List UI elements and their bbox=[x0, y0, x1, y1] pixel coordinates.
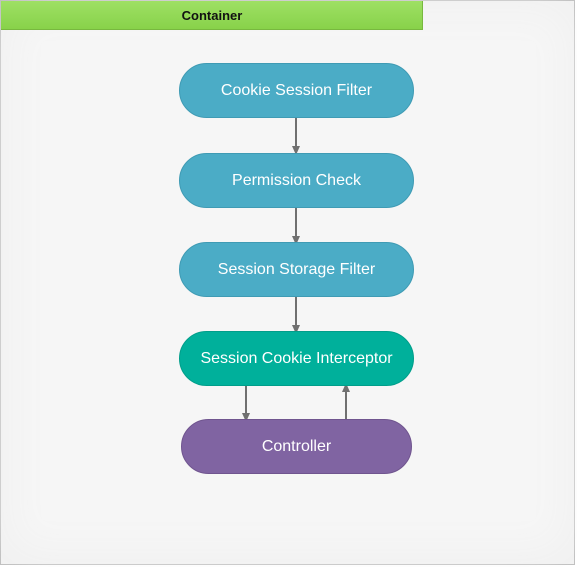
node-session-cookie-interceptor[interactable]: Session Cookie Interceptor bbox=[179, 331, 414, 386]
container-title: Container bbox=[181, 8, 243, 23]
node-permission-check[interactable]: Permission Check bbox=[179, 153, 414, 208]
node-cookie-session-filter[interactable]: Cookie Session Filter bbox=[179, 63, 414, 118]
container-header bbox=[1, 1, 423, 30]
node-controller[interactable]: Controller bbox=[181, 419, 412, 474]
node-session-storage-filter[interactable]: Session Storage Filter bbox=[179, 242, 414, 297]
